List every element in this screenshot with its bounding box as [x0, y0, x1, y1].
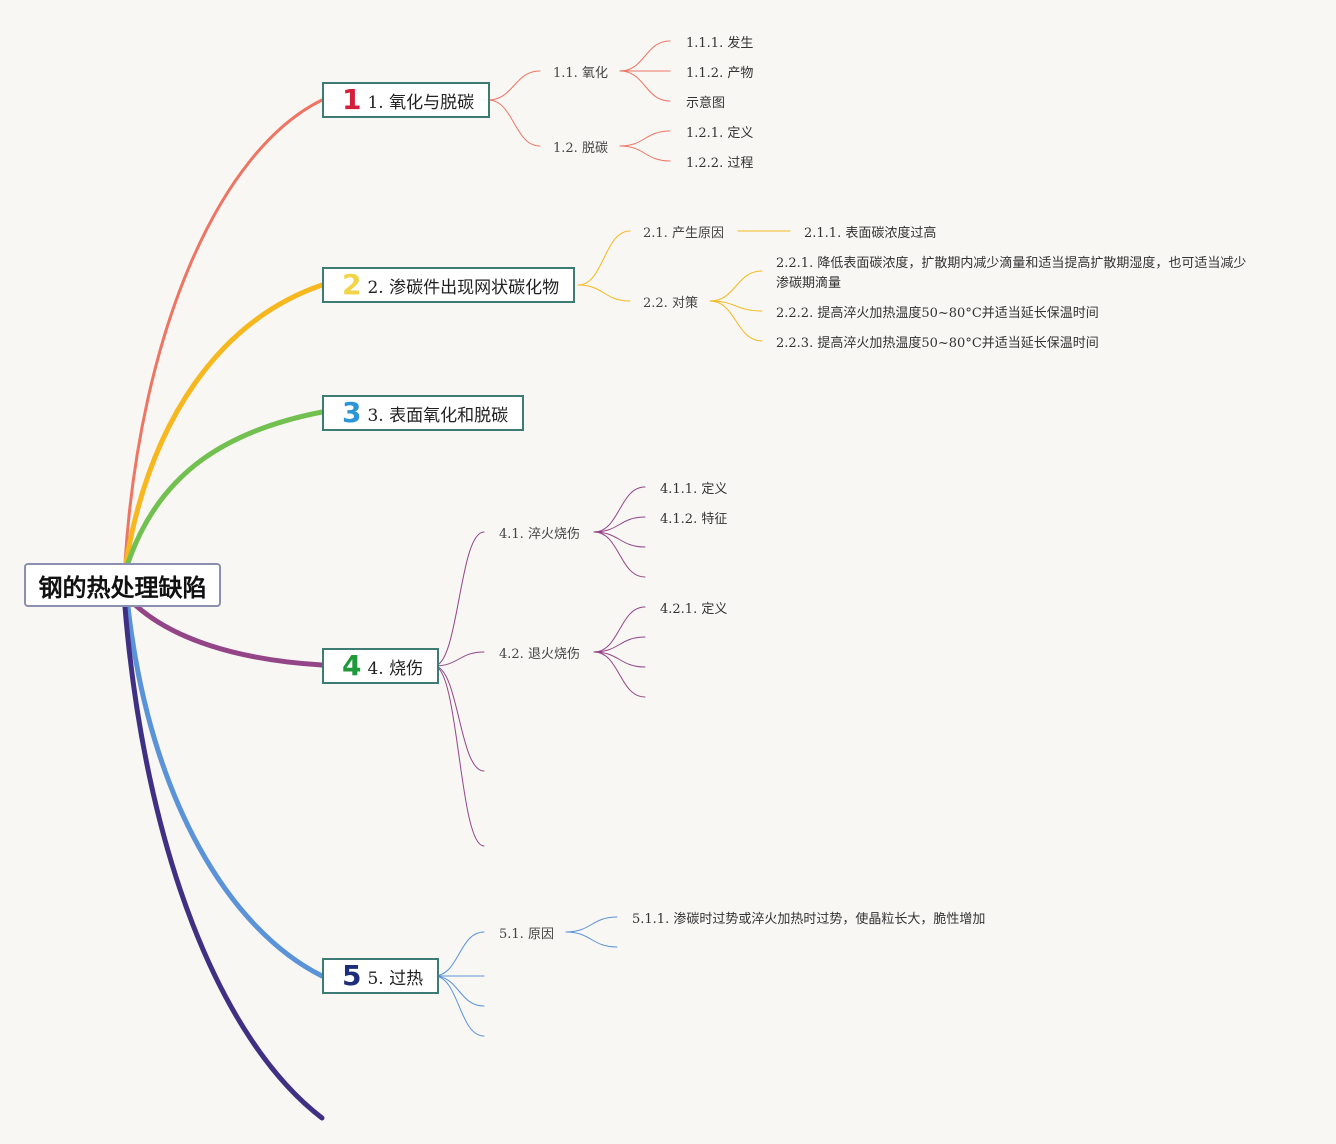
leaf-4-1-1[interactable]: 4.1.1. 定义	[660, 482, 728, 497]
edge-b1-2-0	[619, 130, 671, 147]
leaf-4-1-2[interactable]: 4.1.2. 特征	[660, 512, 728, 527]
edge-b5-sub-3	[433, 975, 485, 1037]
edge-b4-1-2	[593, 531, 646, 548]
edge-b4-sub-0	[433, 531, 485, 667]
topic-burn[interactable]: 4 4. 烧伤	[322, 648, 440, 684]
edge-b1-sub-0	[487, 70, 541, 101]
leaf-1-1-2[interactable]: 1.1.2. 产物	[686, 66, 754, 81]
edge-root-branch5	[125, 604, 325, 979]
edge-b4-2-1	[593, 636, 646, 653]
topic-carburized-network-carbide[interactable]: 2 2. 渗碳件出现网状碳化物	[322, 267, 576, 303]
edge-b4-sub-1	[433, 651, 485, 667]
edge-root-branch4	[127, 597, 325, 668]
edge-b2-sub-1	[577, 284, 631, 302]
subtopic-oxidation[interactable]: 1.1. 氧化	[553, 66, 608, 81]
leaf-2-2-2[interactable]: 2.2.2. 提高淬火加热温度50~80°C并适当延长保温时间	[776, 306, 1099, 321]
badge-2-icon: 2	[342, 268, 362, 301]
leaf-4-2-1[interactable]: 4.2.1. 定义	[660, 602, 728, 617]
edge-root-branch6	[122, 604, 325, 1121]
edge-b4-1-3	[593, 531, 646, 578]
edge-b1-1-0	[619, 40, 671, 72]
subtopic-quench-burn[interactable]: 4.1. 淬火烧伤	[499, 527, 580, 542]
topic-label: 2. 渗碳件出现网状碳化物	[367, 277, 560, 298]
leaf-1-2-2[interactable]: 1.2.2. 过程	[686, 156, 754, 171]
edge-b1-sub-1	[487, 99, 541, 147]
topic-label: 5. 过热	[367, 968, 424, 989]
badge-3-icon: 3	[342, 396, 362, 429]
edge-b2-2-0	[709, 270, 763, 302]
leaf-1-1-1[interactable]: 1.1.1. 发生	[686, 36, 754, 51]
badge-5-icon: 5	[342, 959, 362, 992]
subtopic-anneal-burn[interactable]: 4.2. 退火烧伤	[499, 647, 580, 662]
edge-b4-2-3	[593, 651, 646, 698]
topic-overheating[interactable]: 5 5. 过热	[322, 958, 440, 994]
edge-root-branch2	[123, 282, 325, 566]
edge-b2-2-2	[709, 300, 763, 342]
subtopic-countermeasure[interactable]: 2.2. 对策	[643, 296, 698, 311]
leaf-2-2-3[interactable]: 2.2.3. 提高淬火加热温度50~80°C并适当延长保温时间	[776, 336, 1099, 351]
edge-b4-sub-2	[433, 665, 485, 772]
edge-b5-sub-0	[433, 931, 485, 977]
topic-oxidation-decarburization[interactable]: 1 1. 氧化与脱碳	[322, 82, 491, 118]
badge-4-icon: 4	[342, 649, 362, 682]
topic-label: 1. 氧化与脱碳	[367, 92, 475, 113]
subtopic-decarburization[interactable]: 1.2. 脱碳	[553, 141, 608, 156]
edge-b4-sub-3	[433, 665, 485, 847]
edge-b1-2-1	[619, 145, 671, 162]
edge-b4-1-0	[593, 486, 646, 533]
edge-b4-2-0	[593, 606, 646, 653]
leaf-diagram[interactable]: 示意图	[686, 96, 726, 111]
topic-surface-oxidation[interactable]: 3 3. 表面氧化和脱碳	[322, 395, 525, 431]
edge-b1-1-2	[619, 70, 671, 102]
edge-b2-sub-0	[577, 230, 631, 286]
edge-b5-1-0	[565, 916, 618, 933]
edge-b4-2-2	[593, 651, 646, 668]
subtopic-cause[interactable]: 2.1. 产生原因	[643, 226, 724, 241]
leaf-2-2-1[interactable]: 2.2.1. 降低表面碳浓度，扩散期内减少滴量和适当提高扩散期湿度，也可适当减少	[776, 256, 1247, 271]
topic-label: 4. 烧伤	[367, 658, 424, 679]
leaf-2-2-1-continued: 渗碳期滴量	[776, 276, 842, 291]
edge-b5-sub-2	[433, 975, 485, 1007]
root-topic[interactable]: 钢的热处理缺陷	[24, 563, 221, 607]
edge-b5-1-1	[565, 931, 618, 948]
edge-b4-1-1	[593, 516, 646, 533]
edge-root-branch3	[125, 409, 325, 566]
topic-label: 3. 表面氧化和脱碳	[367, 405, 509, 426]
subtopic-reason[interactable]: 5.1. 原因	[499, 927, 554, 942]
leaf-2-1-1[interactable]: 2.1.1. 表面碳浓度过高	[804, 226, 937, 241]
badge-1-icon: 1	[342, 83, 362, 116]
leaf-5-1-1[interactable]: 5.1.1. 渗碳时过势或淬火加热时过势，使晶粒长大，脆性增加	[632, 912, 986, 927]
leaf-1-2-1[interactable]: 1.2.1. 定义	[686, 126, 754, 141]
edge-root-branch1	[123, 98, 324, 565]
